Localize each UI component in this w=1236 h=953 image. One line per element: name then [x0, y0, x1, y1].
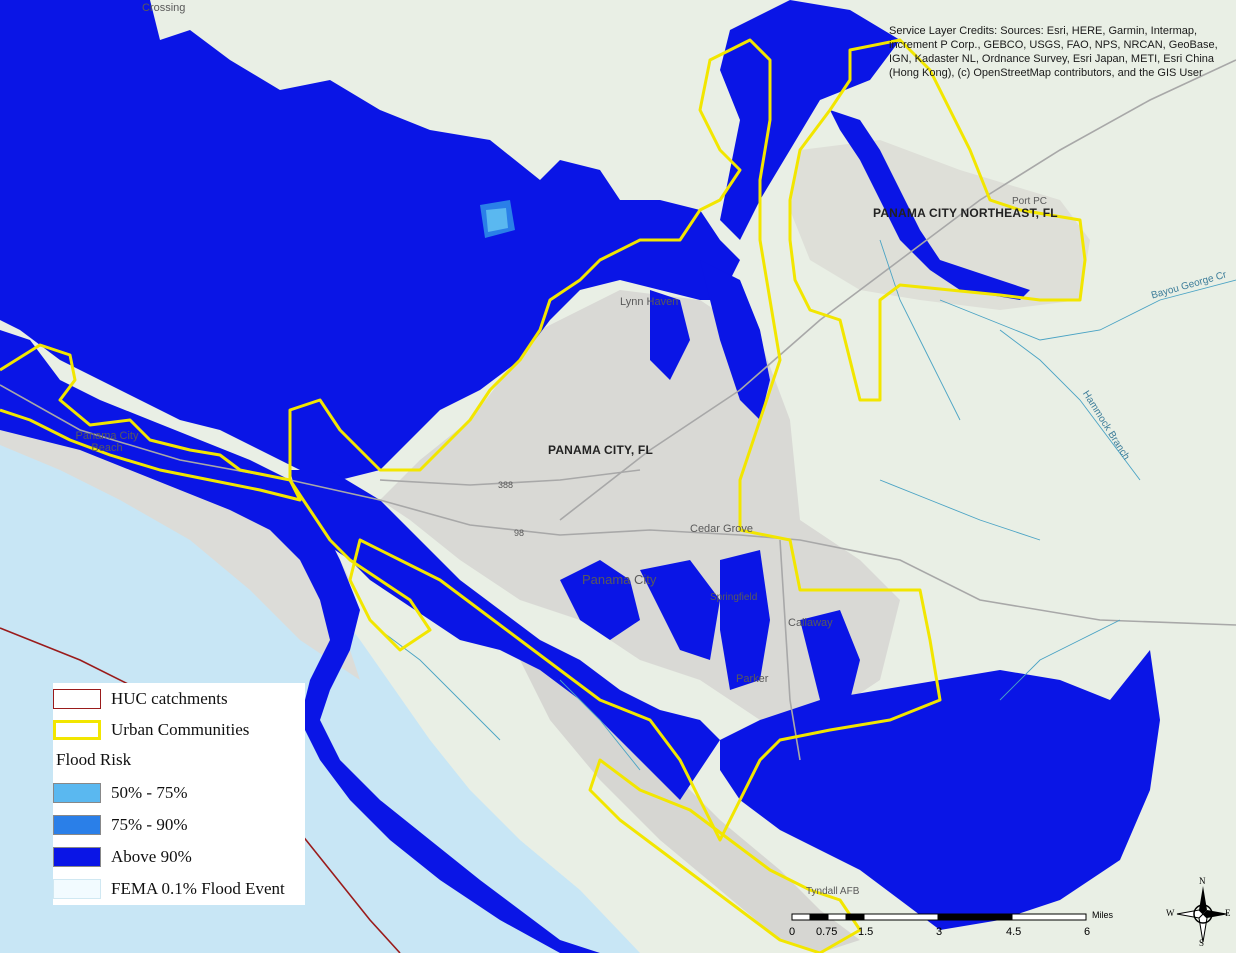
stream-hammock-branch	[999, 329, 1141, 481]
scale-bar: 0 0.75 1.5 3 4.5 6 Miles	[788, 908, 1128, 948]
stream-6	[379, 629, 501, 741]
north-arrow-icon	[1176, 886, 1229, 943]
flood-low-patch	[486, 208, 508, 232]
label-route-98: 98	[514, 528, 525, 538]
north-label-e: E	[1225, 908, 1231, 918]
scale-bar-graphic	[791, 913, 1087, 921]
label-springfield: Springfield	[710, 592, 758, 603]
legend-swatch-75-90	[53, 815, 101, 835]
flood-bayou-channel	[830, 110, 1030, 300]
label-lynn-haven: Lynn Haven	[620, 296, 679, 308]
urban-outline-panama-city-beach	[0, 343, 302, 502]
stream-3	[879, 239, 961, 421]
flood-creek-5	[650, 290, 690, 380]
legend-label-above-90: Above 90%	[111, 847, 192, 866]
label-callaway: Callaway	[788, 617, 833, 629]
stream-bayou-george	[939, 279, 1236, 341]
legend-label-huc: HUC catchments	[111, 689, 228, 708]
flood-creek-3	[720, 550, 770, 690]
road-diagonal	[559, 59, 1236, 521]
stream-4	[879, 479, 1041, 541]
label-crossing: Crossing	[142, 2, 186, 14]
label-cedar-grove: Cedar Grove	[690, 523, 753, 535]
legend-row-75-90: 75% - 90%	[53, 813, 187, 837]
stream-network	[379, 239, 1236, 771]
label-panama-city: Panama City	[582, 572, 657, 587]
flood-north-bay	[0, 0, 740, 480]
legend-row-above-90: Above 90%	[53, 845, 192, 869]
map-legend: HUC catchments Urban Communities Flood R…	[53, 683, 305, 905]
flood-coastal-band	[0, 330, 600, 953]
road-us-98	[0, 384, 1236, 626]
road-231	[779, 539, 801, 761]
legend-swatch-50-75	[53, 783, 101, 803]
legend-swatch-fema	[53, 879, 101, 899]
legend-row-huc: HUC catchments	[53, 687, 228, 711]
road-network	[0, 59, 1236, 761]
label-panama-city-fl: PANAMA CITY, FL	[548, 443, 653, 457]
developed-area-northeast	[790, 140, 1090, 310]
flood-st-andrew-bay	[290, 470, 720, 800]
flood-creek-4	[800, 610, 860, 700]
urban-outline-tyndall	[588, 758, 862, 953]
label-tyndall: Tyndall AFB	[806, 886, 860, 897]
label-panama-city-beach: Panama City Beach	[75, 430, 139, 454]
flood-east-bay	[720, 650, 1160, 930]
scale-tick-4-5: 4.5	[1006, 926, 1022, 938]
legend-flood-risk-title: Flood Risk	[56, 750, 132, 769]
urban-outline-northeast	[788, 38, 1087, 402]
urban-outline-panama-city	[288, 38, 942, 842]
legend-label-urban: Urban Communities	[111, 720, 250, 739]
legend-swatch-huc	[53, 689, 101, 709]
stream-5	[999, 619, 1121, 701]
developed-area-central	[380, 290, 900, 720]
scale-tick-6: 6	[1084, 926, 1091, 938]
scale-tick-3: 3	[936, 926, 943, 938]
north-label-s: S	[1199, 938, 1205, 948]
urban-community-outlines	[0, 38, 1087, 953]
legend-row-50-75: 50% - 75%	[53, 781, 187, 805]
label-parker: Parker	[736, 673, 769, 685]
north-arrow: N W E S	[1163, 876, 1233, 950]
legend-label-fema: FEMA 0.1% Flood Event	[111, 879, 285, 898]
flood-creek-2	[640, 560, 720, 660]
legend-row-urban: Urban Communities	[53, 718, 249, 742]
scale-tick-1-5: 1.5	[858, 926, 874, 938]
flood-creek-1	[560, 560, 640, 640]
scale-tick-0: 0	[789, 926, 796, 938]
scale-unit: Miles	[1092, 910, 1114, 920]
north-label-n: N	[1199, 876, 1206, 886]
stream-7	[559, 679, 641, 771]
label-port-pc: Port PC	[1012, 196, 1048, 207]
legend-row-fema: FEMA 0.1% Flood Event	[53, 877, 285, 901]
label-panama-city-northeast: PANAMA CITY NORTHEAST, FL	[873, 206, 1058, 220]
legend-label-50-75: 50% - 75%	[111, 783, 188, 802]
legend-label-75-90: 75% - 90%	[111, 815, 188, 834]
road-sr-388	[379, 469, 641, 486]
legend-swatch-above-90	[53, 847, 101, 867]
north-label-w: W	[1166, 908, 1175, 918]
service-layer-credits: Service Layer Credits: Sources: Esri, HE…	[889, 25, 1218, 79]
label-route-388: 388	[498, 480, 514, 490]
flood-north-arm	[720, 0, 900, 240]
beach-strip	[0, 380, 360, 680]
legend-swatch-urban	[53, 720, 101, 740]
scale-tick-0-75: 0.75	[816, 926, 838, 938]
